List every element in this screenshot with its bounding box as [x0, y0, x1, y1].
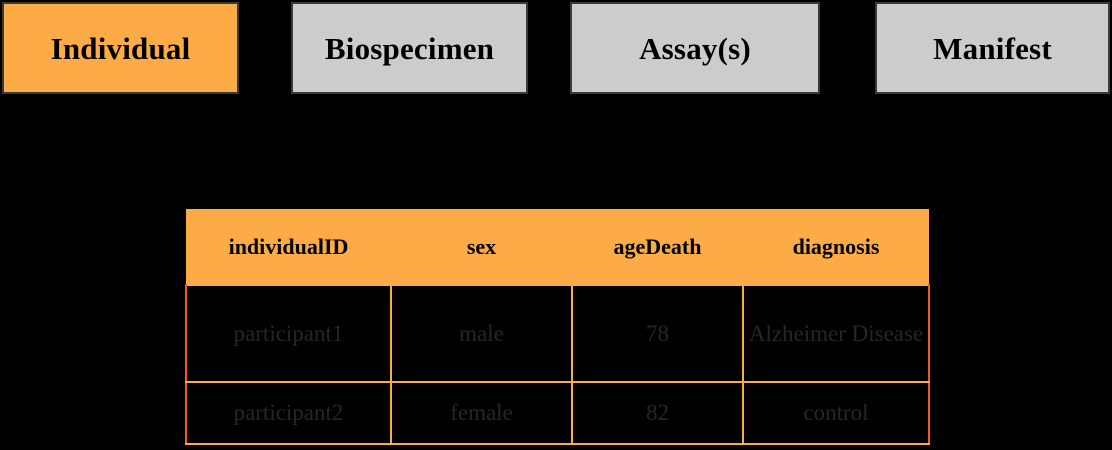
cell-sex: male — [390, 284, 573, 383]
cell-agedeath: 82 — [571, 381, 744, 445]
tab-manifest[interactable]: Manifest — [875, 2, 1110, 94]
tab-assays[interactable]: Assay(s) — [570, 2, 820, 94]
cell-individualid: participant2 — [185, 381, 392, 445]
tab-manifest-label: Manifest — [933, 30, 1052, 66]
individual-data-table: individualID sex ageDeath diagnosis part… — [185, 209, 930, 445]
cell-diagnosis: Alzheimer Disease — [742, 284, 930, 383]
tab-bar: Individual Biospecimen Assay(s) Manifest — [0, 0, 1112, 96]
tab-biospecimen-label: Biospecimen — [324, 30, 495, 66]
column-header-individualid: individualID — [186, 209, 391, 285]
tab-assays-label: Assay(s) — [639, 30, 751, 66]
table-row: participant2 female 82 control — [185, 381, 930, 445]
table-body: participant1 male 78 Alzheimer Disease p… — [185, 284, 930, 445]
table-row: participant1 male 78 Alzheimer Disease — [185, 284, 930, 383]
tab-individual[interactable]: Individual — [2, 2, 239, 94]
table-header: individualID sex ageDeath diagnosis — [186, 209, 929, 285]
column-header-agedeath: ageDeath — [572, 209, 743, 285]
cell-individualid: participant1 — [185, 284, 392, 383]
tab-individual-label: Individual — [50, 30, 191, 66]
cell-diagnosis: control — [742, 381, 930, 445]
cell-agedeath: 78 — [571, 284, 744, 383]
column-header-diagnosis: diagnosis — [743, 209, 929, 285]
column-header-sex: sex — [391, 209, 572, 285]
tab-biospecimen[interactable]: Biospecimen — [291, 2, 528, 94]
cell-sex: female — [390, 381, 573, 445]
table-header-row: individualID sex ageDeath diagnosis — [186, 209, 929, 285]
